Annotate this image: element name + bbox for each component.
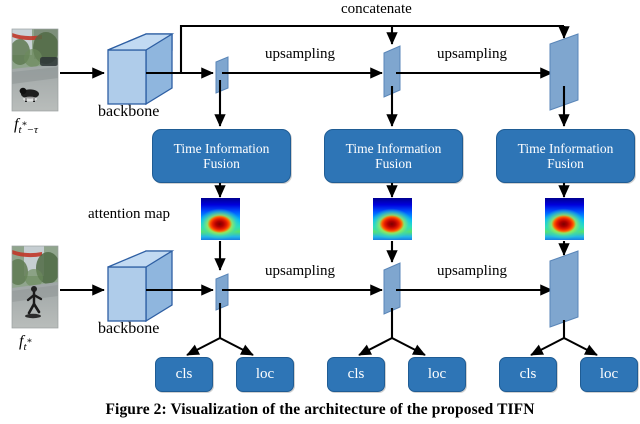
upsampling-label-top-2: upsampling — [437, 46, 507, 62]
fusion-3-line1: Time Information — [517, 140, 614, 156]
upsampling-label-bottom-1: upsampling — [265, 263, 335, 279]
loc-box-3[interactable]: loc — [580, 357, 638, 392]
arrow-to-loc-2 — [391, 337, 426, 356]
time-information-fusion-block-3[interactable]: Time Information Fusion — [496, 129, 635, 183]
arrow-to-cls-1 — [186, 337, 221, 356]
reference-frame-label-f: f — [14, 116, 19, 133]
attention-map-2 — [373, 198, 412, 240]
attention-map-1-gradient — [201, 198, 240, 240]
fusion-1-line2: Fusion — [203, 156, 240, 171]
arrow-to-cls-3 — [530, 337, 565, 356]
arrow-to-loc-3 — [563, 337, 598, 356]
feature-map-top-3 — [549, 33, 579, 111]
upsampling-label-top-1: upsampling — [265, 46, 335, 62]
figure-caption: Figure 2: Visualization of the architect… — [0, 401, 640, 419]
reference-frame-label-tail: −τ — [26, 124, 38, 137]
reference-frame-label: ft*−τ — [14, 117, 38, 136]
reference-frame-label-star: * — [21, 120, 27, 132]
concatenate-path — [179, 24, 564, 73]
attention-map-2-gradient — [373, 198, 412, 240]
cls-box-3[interactable]: cls — [499, 357, 557, 392]
loc-box-1[interactable]: loc — [236, 357, 294, 392]
figure-caption-text: Visualization of the architecture of the… — [170, 401, 535, 418]
reference-frame-label-t: t — [18, 124, 22, 137]
time-information-fusion-block-2[interactable]: Time Information Fusion — [324, 129, 463, 183]
input-thumbnail-current-frame — [12, 246, 58, 328]
feature-map-bottom-2 — [383, 262, 401, 315]
concatenate-label: concatenate — [341, 1, 412, 17]
fusion-1-line1: Time Information — [173, 140, 270, 156]
feature-map-top-1 — [215, 56, 229, 94]
time-information-fusion-block-1[interactable]: Time Information Fusion — [152, 129, 291, 183]
fusion-2-line1: Time Information — [345, 140, 442, 156]
loc-box-2[interactable]: loc — [408, 357, 466, 392]
arrow-to-cls-2 — [358, 337, 393, 356]
cls-box-1[interactable]: cls — [155, 357, 213, 392]
backbone-label-top: backbone — [98, 103, 160, 120]
cls-box-2[interactable]: cls — [327, 357, 385, 392]
input-thumbnail-reference-frame — [12, 29, 58, 111]
feature-map-bottom-1 — [215, 273, 229, 311]
fusion-2-line2: Fusion — [375, 156, 412, 171]
current-frame-label-star: * — [26, 337, 32, 349]
upsampling-label-bottom-2: upsampling — [437, 263, 507, 279]
backbone-cube-top — [107, 33, 175, 106]
current-frame-label-t: t — [23, 341, 27, 354]
current-frame-label-f: f — [19, 333, 24, 350]
attention-map-1 — [201, 198, 240, 240]
figure-caption-number: Figure 2: — [105, 401, 167, 418]
arrow-to-loc-1 — [219, 337, 254, 356]
attention-map-3-gradient — [545, 198, 584, 240]
backbone-label-bottom: backbone — [98, 320, 160, 337]
backbone-cube-bottom — [107, 250, 175, 323]
feature-map-bottom-3 — [549, 250, 579, 328]
attention-map-label: attention map — [88, 206, 171, 222]
attention-map-3 — [545, 198, 584, 240]
feature-map-top-2 — [383, 45, 401, 98]
fusion-3-line2: Fusion — [547, 156, 584, 171]
current-frame-label: ft* — [19, 334, 32, 353]
